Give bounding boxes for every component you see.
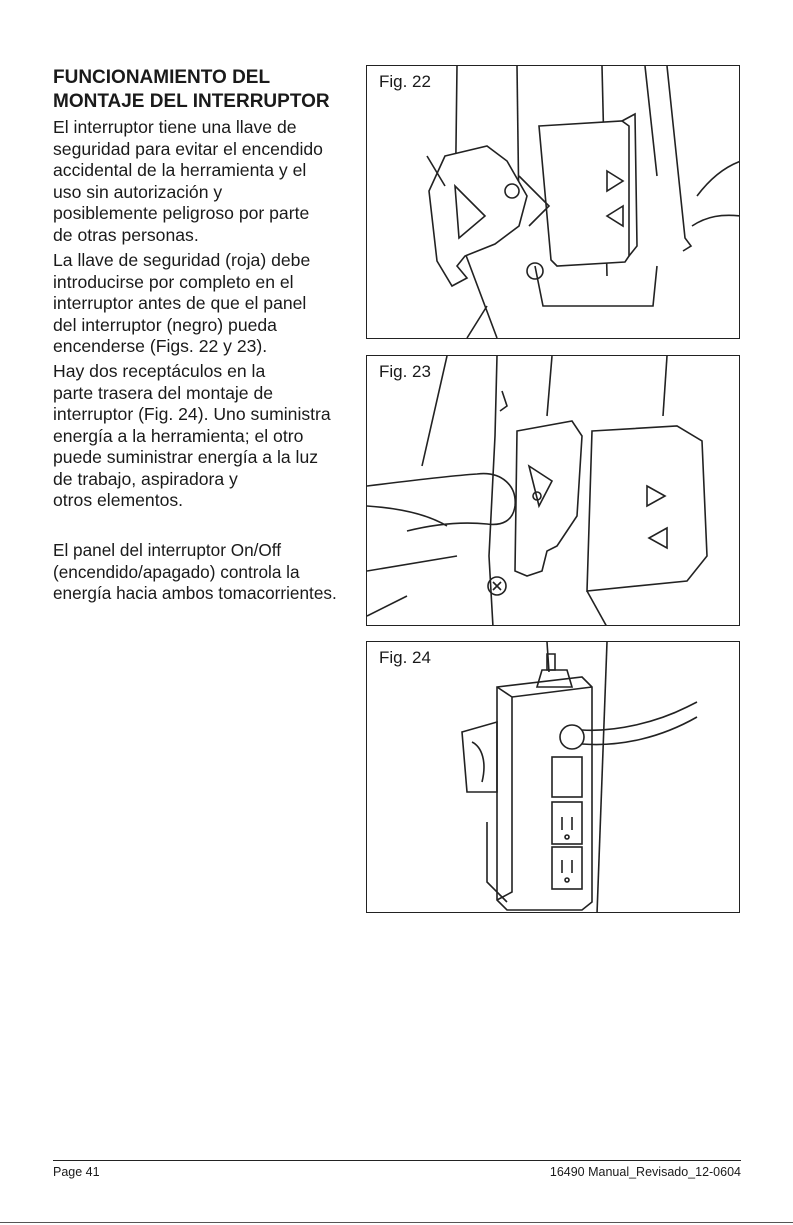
switch-key-illustration: [426, 66, 739, 338]
document-id: 16490 Manual_Revisado_12-0604: [549, 1165, 741, 1179]
figure-23: Fig. 23: [366, 355, 740, 626]
section-title: FUNCIONAMIENTO DEL MONTAJE DEL INTERRUPT…: [53, 67, 330, 112]
bottom-edge-line: [0, 1222, 793, 1223]
figure-24: Fig. 24: [366, 641, 740, 913]
page-number: Page 41: [53, 1165, 100, 1179]
footer-rule: [53, 1160, 741, 1161]
paragraph-safety-key: El interruptor tiene una llave de seguri…: [53, 117, 323, 245]
figure-22-label: Fig. 22: [377, 72, 433, 92]
paragraph-receptacles: Hay dos receptáculos en la parte trasera…: [53, 361, 331, 510]
figure-22: Fig. 22: [366, 65, 740, 339]
paragraph-key-insertion: La llave de seguridad (roja) debe introd…: [53, 250, 311, 356]
figure-24-label: Fig. 24: [377, 648, 433, 668]
figure-23-label: Fig. 23: [377, 362, 433, 382]
key-insertion-illustration: [367, 356, 708, 625]
paragraph-on-off: El panel del interruptor On/Off (encendi…: [53, 540, 337, 603]
receptacle-box-illustration: [461, 642, 698, 912]
